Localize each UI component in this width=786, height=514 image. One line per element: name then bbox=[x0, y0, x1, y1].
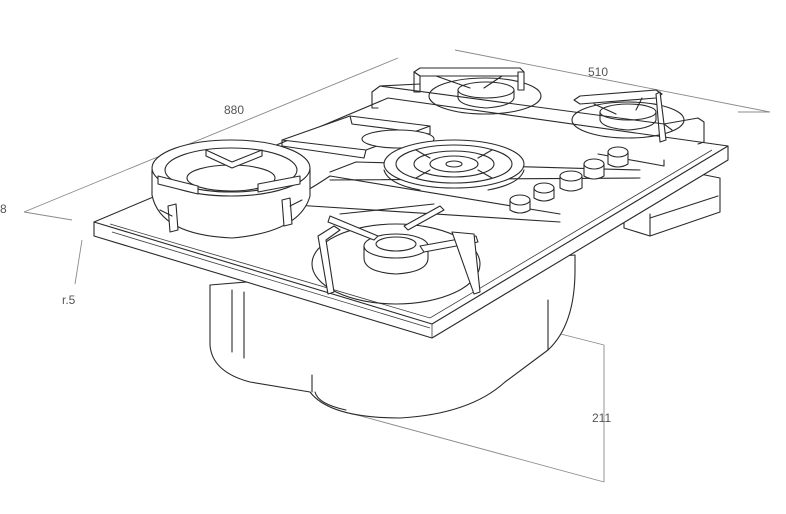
depth-dimension-label: 510 bbox=[588, 65, 608, 79]
width-dimension-label: 880 bbox=[224, 103, 244, 117]
height-dimension-label: 211 bbox=[592, 411, 611, 425]
wok-burner bbox=[151, 139, 311, 239]
thickness-dimension-label: 8 bbox=[0, 202, 7, 216]
rear-burner bbox=[413, 67, 542, 115]
dimension-labels: 880 510 211 8 r.5 bbox=[0, 65, 611, 425]
center-burner bbox=[383, 139, 525, 191]
knob-5 bbox=[607, 146, 629, 168]
knob-1 bbox=[509, 194, 531, 214]
radius-dimension-label: r.5 bbox=[62, 293, 76, 307]
knob-3 bbox=[559, 170, 583, 192]
front-burner bbox=[311, 203, 481, 305]
control-knobs bbox=[509, 146, 629, 214]
knob-2 bbox=[533, 182, 555, 202]
knob-4 bbox=[583, 158, 605, 180]
